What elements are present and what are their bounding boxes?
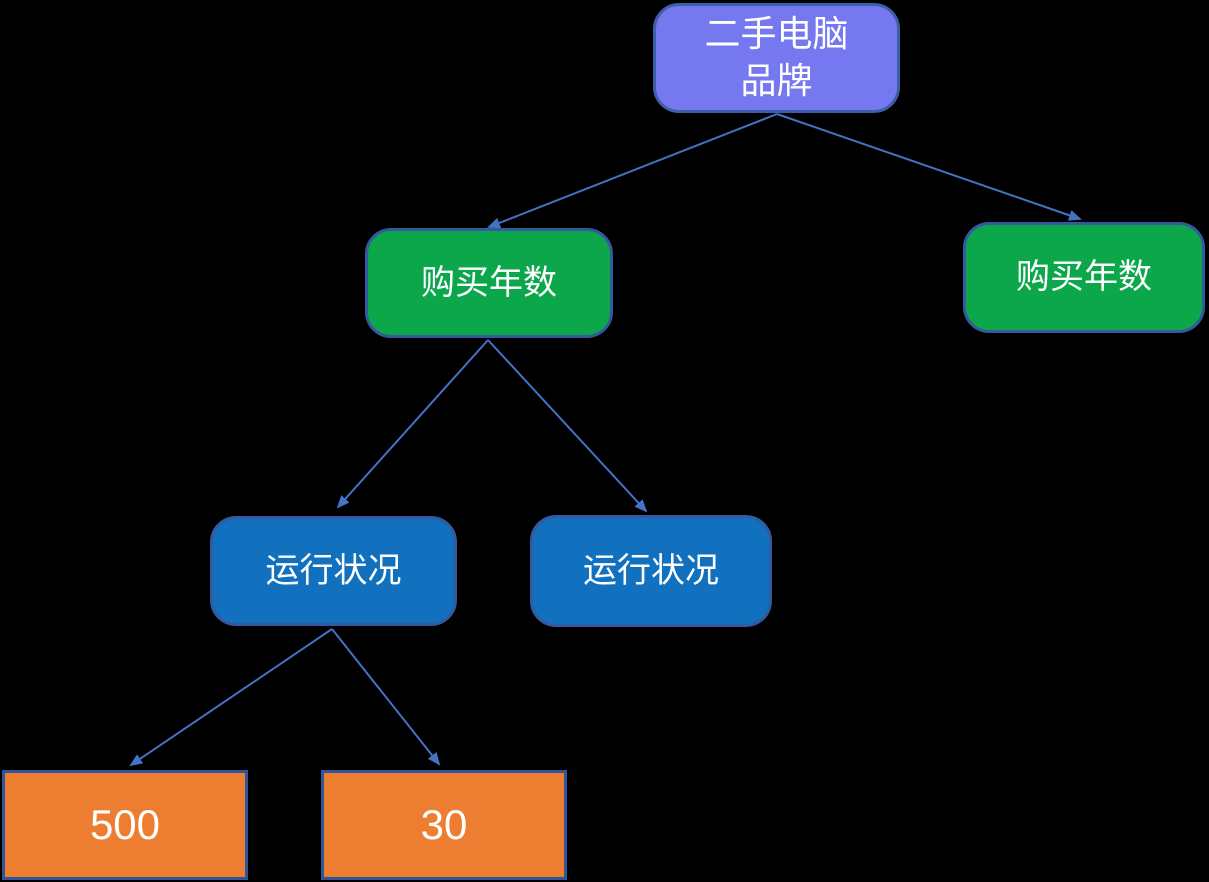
edge-root-to-right-child (776, 113, 1082, 221)
node-root-brand: 二手电脑 品牌 (653, 3, 900, 113)
node-purchase-years-right-label: 购买年数 (1016, 258, 1152, 297)
node-root-label-line1: 二手电脑 (704, 13, 849, 55)
leaf-value-500-label: 500 (89, 800, 161, 848)
node-running-condition-left-label: 运行状况 (265, 551, 402, 590)
edge-grandchild-to-leaf-30 (331, 628, 441, 766)
node-purchase-years-right: 购买年数 (963, 222, 1205, 333)
node-purchase-years-left-label: 购买年数 (421, 263, 557, 302)
node-running-condition-mid: 运行状况 (530, 515, 772, 627)
node-running-condition-left: 运行状况 (210, 516, 457, 626)
edge-root-to-left-child (487, 113, 778, 229)
edge-leftchild-to-mid-grandchild (487, 339, 648, 513)
leaf-value-30: 30 (321, 770, 567, 880)
node-running-condition-mid-label: 运行状况 (583, 551, 719, 590)
edge-leftchild-to-left-grandchild (336, 339, 489, 509)
leaf-value-30-label: 30 (420, 800, 468, 848)
node-root-label-line2: 品牌 (740, 60, 813, 101)
node-purchase-years-left: 购买年数 (365, 228, 613, 338)
leaf-value-500: 500 (2, 770, 248, 880)
edge-grandchild-to-leaf-500 (129, 628, 333, 767)
